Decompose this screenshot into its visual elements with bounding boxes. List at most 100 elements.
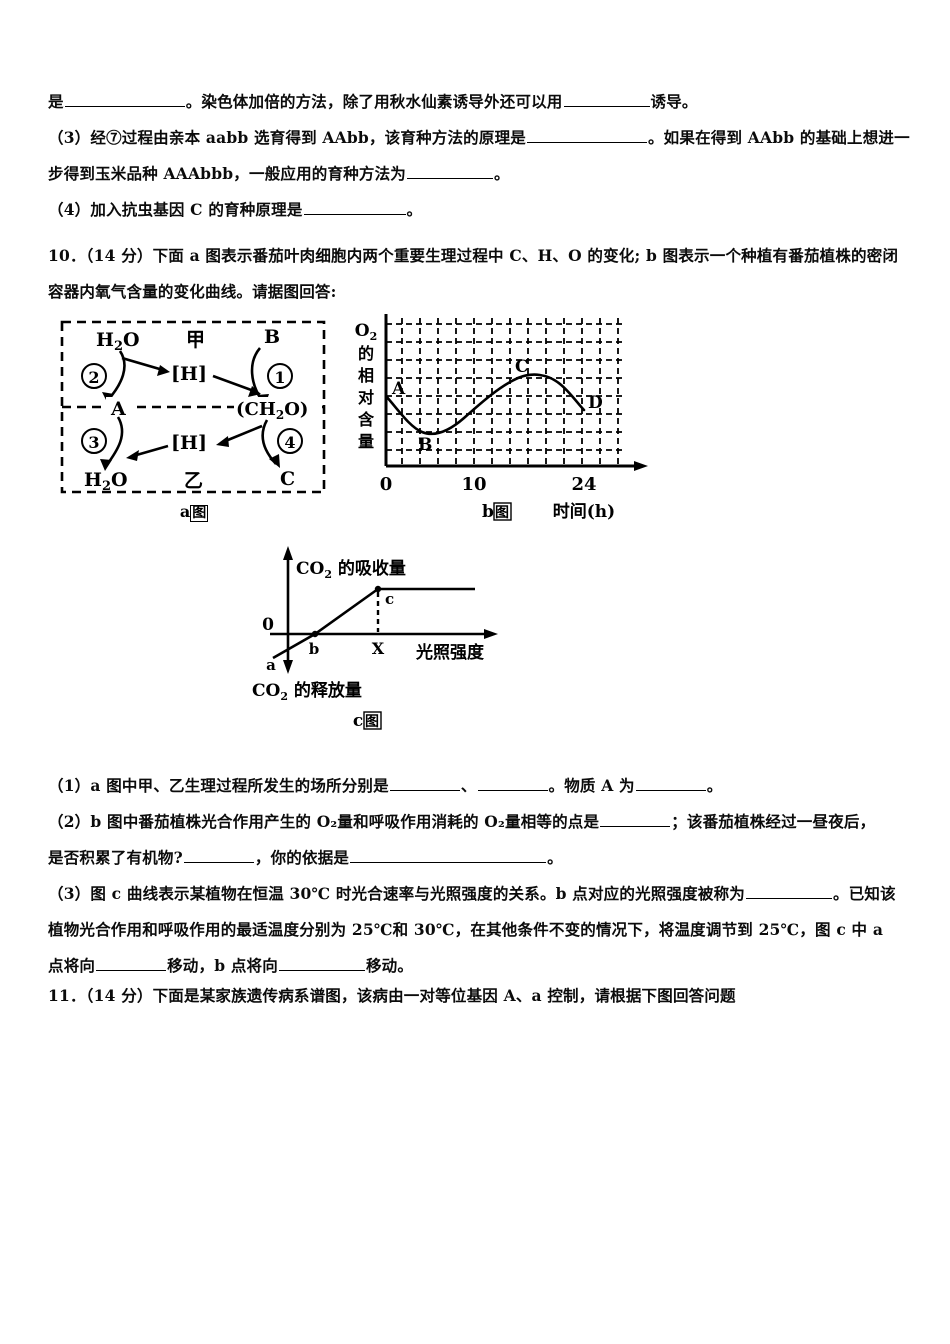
- text-line-fill-chromosome-doubling: 是。染色体加倍的方法，除了用秋水仙素诱导外还可以用诱导。: [48, 84, 698, 120]
- label-circle-1: 1: [274, 368, 285, 387]
- ylabel-char-de: 的: [358, 344, 374, 363]
- q10-sub3-l3-end: 移动。: [365, 956, 414, 975]
- question-10-sub-2: （2）b 图中番茄植株光合作用产生的 O₂量和呼吸作用消耗的 O₂量相等的点是 ；…: [48, 804, 908, 876]
- answer-blank[interactable]: [278, 956, 365, 971]
- figure-b-caption: b: [482, 502, 494, 522]
- q10-sub1-mid2: 。物质 A 为: [548, 776, 635, 795]
- ylabel-char-O2: O2: [355, 321, 377, 343]
- figure-group: H2O 甲 B 2 [H]: [0, 314, 950, 731]
- arrow-h2o-to-H-top: [121, 356, 164, 372]
- q10-sub2-line-1: （2）b 图中番茄植株光合作用产生的 O₂量和呼吸作用消耗的 O₂量相等的点是 ；…: [48, 804, 908, 840]
- answer-blank[interactable]: [477, 776, 548, 791]
- o2-content-curve: [384, 373, 586, 436]
- q10-stem-text-2: 容器内氧气含量的变化曲线。请据图回答:: [48, 282, 337, 301]
- arrow-H-to-circle1: [212, 374, 255, 393]
- y-axis-arrowhead-down: [283, 660, 293, 674]
- x-axis-arrowhead: [634, 461, 648, 471]
- answer-blank[interactable]: [407, 164, 493, 179]
- label-H-top: [H]: [171, 363, 207, 385]
- label-circle-2: 2: [88, 368, 99, 387]
- arrowhead-H-bottom-to-left: [126, 450, 139, 461]
- q10-sub1-mid1: 、: [460, 776, 477, 795]
- line2-pre-text: （3）经⑦过程由亲本 aabb 选育得到 AAbb，该育种方法的原理是: [48, 128, 526, 147]
- q10-sub2-l2-pre: 是否积累了有机物?: [48, 848, 183, 867]
- ylabel-char-dui: 对: [358, 388, 374, 407]
- xtick-label-0: 0: [380, 474, 393, 495]
- figure-c-chart: CO2 的吸收量 0 a b X c 光照强度 CO2 的释放量: [252, 546, 498, 731]
- answer-blank[interactable]: [96, 956, 167, 971]
- figure-a-caption-boxed: 图: [190, 505, 209, 522]
- point-marker-b: [311, 630, 319, 638]
- figure-a-caption-prefix: a: [179, 502, 191, 521]
- arrowhead-CH2O-to-C: [269, 454, 280, 468]
- label-b: B: [264, 326, 280, 348]
- arrow-H-bottom-to-left: [132, 444, 169, 458]
- answer-blank[interactable]: [635, 776, 706, 791]
- point-marker-c: [374, 585, 382, 593]
- circle-3-outline: [81, 428, 107, 454]
- q10-sub3-pre: （3）图 c 曲线表示某植物在恒温 30℃ 时光合速率与光照强度的关系。b 点对…: [48, 884, 745, 903]
- figure-c-caption: c: [353, 711, 363, 731]
- figure-c-origin-label: 0: [262, 615, 274, 635]
- q10-stem-line-2: 容器内氧气含量的变化曲线。请据图回答:: [48, 274, 904, 310]
- arrowhead-h2o-to-H-top: [157, 365, 170, 376]
- answer-blank[interactable]: [526, 128, 647, 143]
- line4-pre-text: （4）加入抗虫基因 C 的育种原理是: [48, 200, 303, 219]
- q10-stem-text-1: 下面 a 图表示番茄叶肉细胞内两个重要生理过程中 C、H、O 的变化; b 图表…: [152, 246, 899, 265]
- datapoint-label-B: B: [418, 435, 432, 455]
- text-line-sub3-part2: 步得到玉米品种 AAAbbb，一般应用的育种方法为。: [48, 156, 510, 192]
- label-region-jia: 甲: [186, 329, 205, 351]
- figure-c-ylabel-bottom: CO2 的释放量: [252, 680, 362, 703]
- q10-sub2-mid: ；该番茄植株经过一昼夜后，: [671, 812, 876, 831]
- q10-sub3-line-2: 植物光合作用和呼吸作用的最适温度分别为 25℃和 30℃，在其他条件不变的情况下…: [48, 912, 908, 948]
- mask-A: [106, 397, 136, 417]
- label-A: A: [110, 398, 126, 420]
- ylabel-char-han: 含: [358, 410, 375, 429]
- q10-sub2-line-2: 是否积累了有机物?，你的依据是。: [48, 840, 908, 876]
- q10-sub1-end: 。: [706, 776, 723, 795]
- q10-score: （14 分）: [85, 246, 153, 265]
- answer-blank[interactable]: [600, 812, 671, 827]
- circle-1-outline: [267, 363, 293, 389]
- xtick-label-10: 10: [461, 474, 486, 495]
- figure-a-diagram: H2O 甲 B 2 [H]: [60, 320, 326, 494]
- figure-c-point-label-X: X: [372, 639, 385, 658]
- answer-blank[interactable]: [64, 92, 185, 107]
- answer-blank[interactable]: [303, 200, 406, 215]
- question-10-stem: 10．（14 分）下面 a 图表示番茄叶肉细胞内两个重要生理过程中 C、H、O …: [48, 238, 904, 310]
- figure-b: O2 的 相 对 含 量: [352, 314, 652, 526]
- figure-c-ylabel-top: CO2 的吸收量: [296, 558, 406, 581]
- q10-sub3-l3-pre: 点将向: [48, 956, 96, 975]
- q11-number: 11．: [48, 986, 86, 1005]
- question-10-sub-3: （3）图 c 曲线表示某植物在恒温 30℃ 时光合速率与光照强度的关系。b 点对…: [48, 876, 908, 984]
- line4-end-text: 。: [406, 200, 423, 219]
- line1-end-text: 诱导。: [650, 92, 698, 111]
- answer-blank[interactable]: [350, 848, 547, 863]
- figure-row-ab: H2O 甲 B 2 [H]: [0, 314, 950, 538]
- q10-sub1-pre: （1）a 图中甲、乙生理过程所发生的场所分别是: [48, 776, 389, 795]
- arrow-A-to-h2o-bottom: [104, 416, 124, 467]
- q10-stem-line-1: 10．（14 分）下面 a 图表示番茄叶肉细胞内两个重要生理过程中 C、H、O …: [48, 238, 904, 274]
- datapoint-label-C: C: [515, 357, 529, 377]
- answer-blank[interactable]: [563, 92, 650, 107]
- line1-pre-text: 是: [48, 92, 64, 111]
- label-CH2O: (CH2O): [236, 399, 308, 422]
- q10-sub3-line-3: 点将向移动，b 点将向移动。: [48, 948, 908, 984]
- answer-blank[interactable]: [389, 776, 460, 791]
- figure-c-point-label-b: b: [309, 640, 320, 658]
- text-line-sub4: （4）加入抗虫基因 C 的育种原理是 。: [48, 192, 422, 228]
- xtick-label-24: 24: [571, 474, 596, 495]
- figure-b-xlabel: 时间(h): [553, 501, 615, 522]
- q10-sub2-pre: （2）b 图中番茄植株光合作用产生的 O₂量和呼吸作用消耗的 O₂量相等的点是: [48, 812, 600, 831]
- answer-blank[interactable]: [746, 884, 832, 899]
- q10-sub3-mid: 。已知该: [833, 884, 896, 903]
- y-axis-arrowhead-up: [283, 546, 293, 560]
- figure-c-xlabel: 光照强度: [415, 642, 485, 663]
- figure-c-point-label-c: c: [385, 590, 394, 608]
- answer-blank[interactable]: [183, 848, 254, 863]
- question-10-sub-1: （1）a 图中甲、乙生理过程所发生的场所分别是 、 。物质 A 为 。: [48, 768, 722, 804]
- x-axis-arrowhead: [484, 629, 498, 639]
- mask-CH2O: [234, 397, 322, 418]
